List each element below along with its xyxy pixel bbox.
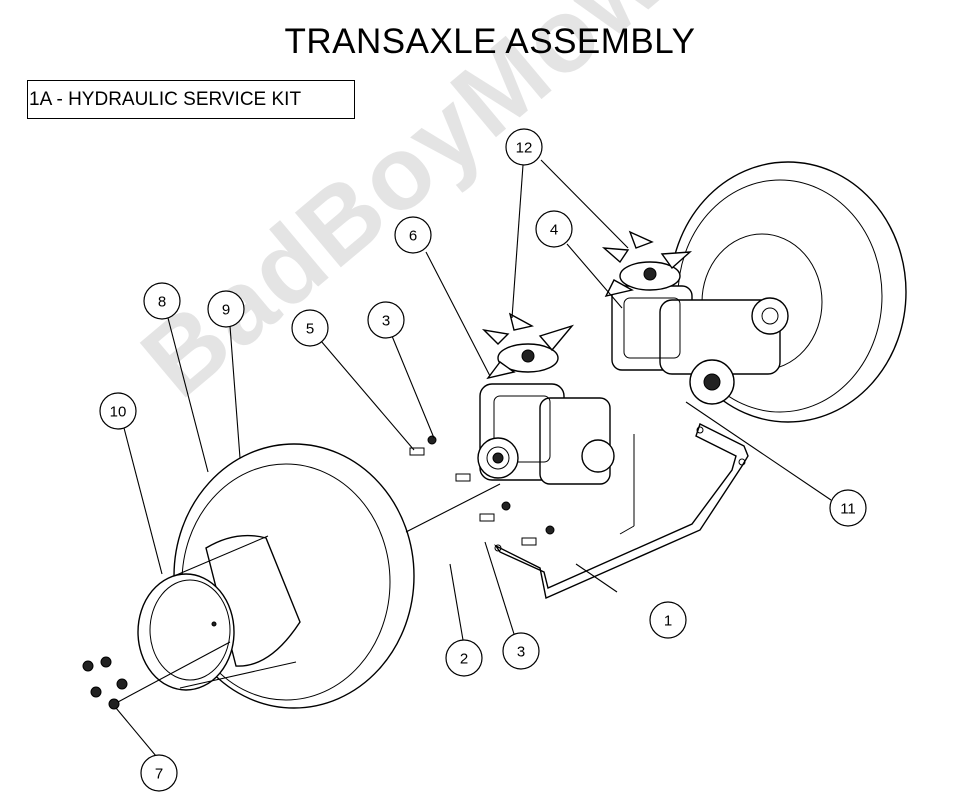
wheel-rim[interactable] [137, 535, 297, 691]
svg-text:4: 4 [550, 222, 558, 239]
callout-6[interactable]: 6 [394, 216, 432, 254]
right-transaxle[interactable] [601, 230, 789, 405]
svg-text:2: 2 [460, 651, 468, 668]
hardware-bolts[interactable] [409, 435, 555, 546]
leader-lines [115, 159, 832, 757]
svg-text:9: 9 [222, 302, 230, 319]
svg-text:3: 3 [517, 644, 525, 661]
hydraulic-service-kit-label[interactable]: 1A - HYDRAULIC SERVICE KIT [27, 80, 355, 119]
svg-text:12: 12 [516, 140, 533, 157]
svg-text:10: 10 [110, 404, 127, 421]
callout-3-lower[interactable]: 3 [502, 632, 540, 670]
svg-text:3: 3 [382, 313, 390, 330]
svg-text:6: 6 [409, 228, 417, 245]
callout-10[interactable]: 10 [99, 392, 137, 430]
left-fan[interactable] [481, 312, 575, 380]
svg-text:11: 11 [840, 501, 856, 518]
callout-1[interactable]: 1 [649, 601, 687, 639]
callout-8[interactable]: 8 [143, 282, 181, 320]
lug-nuts[interactable] [82, 656, 128, 710]
mounting-bracket[interactable] [493, 423, 749, 599]
page-title: TRANSAXLE ASSEMBLY [284, 22, 696, 61]
svg-text:1: 1 [664, 613, 672, 630]
callout-11[interactable]: 11 [829, 489, 867, 527]
svg-text:7: 7 [155, 766, 163, 783]
callout-12[interactable]: 12 [505, 128, 543, 166]
callout-2[interactable]: 2 [445, 639, 483, 677]
callout-4[interactable]: 4 [535, 210, 573, 248]
right-fan[interactable] [601, 230, 693, 298]
callout-5[interactable]: 5 [291, 309, 329, 347]
callout-7[interactable]: 7 [140, 754, 178, 792]
svg-text:5: 5 [306, 321, 314, 338]
callout-9[interactable]: 9 [207, 290, 245, 328]
callout-3-upper[interactable]: 3 [367, 301, 405, 339]
left-transaxle[interactable] [477, 312, 615, 485]
svg-text:8: 8 [158, 294, 166, 311]
